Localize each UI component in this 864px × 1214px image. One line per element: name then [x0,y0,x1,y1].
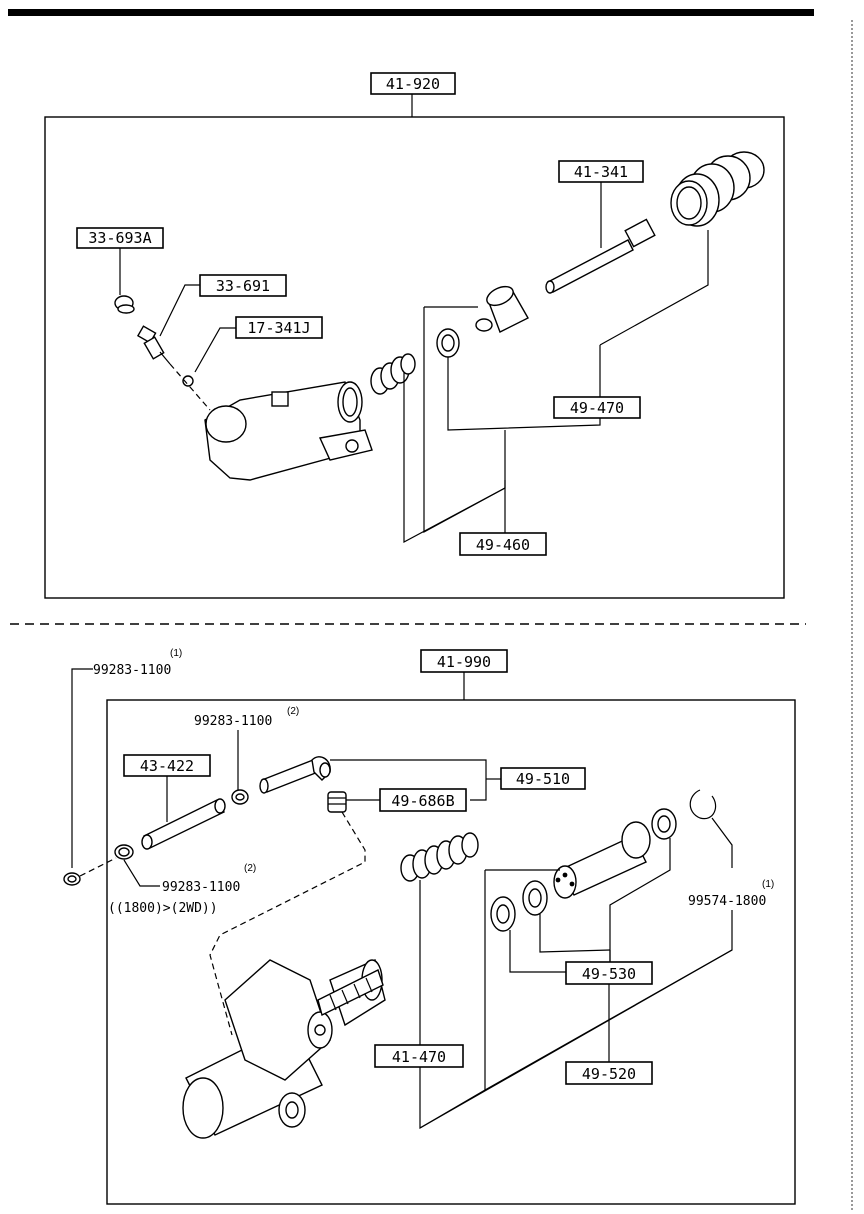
upper-clip-part [231,789,249,805]
bleeder-screw-label: 33-691 [216,277,270,295]
outer-clip-label[interactable]: 99283-1100 [93,663,171,678]
pipe-fitting-label-box[interactable] [500,767,586,790]
outer-clip-note: (1) [170,648,182,659]
reservoir-seal-label: 49-686B [391,792,454,810]
release-cylinder-body [204,381,373,481]
snap-ring-label[interactable]: 99574-1800 [688,894,766,909]
snap-ring-part [689,789,717,820]
bottom-repair-kit-label-box[interactable] [565,1061,653,1085]
repair-kit-label-box[interactable] [459,532,547,556]
lower-clip-part [114,844,134,860]
push-rod-label: 41-341 [574,163,628,181]
piston-part [475,285,529,333]
lower-clip-note: (2) [244,863,256,874]
upper-clip-note: (2) [287,706,299,717]
pipe-fitting-label: 49-510 [516,770,570,788]
bottom-spring-part [400,832,479,882]
top-rule [8,9,814,16]
lower-clip-label[interactable]: 99283-1100 [162,880,240,895]
spring-label: 41-470 [392,1048,446,1066]
hose-part [141,798,226,850]
pipe-fitting-part [259,756,331,794]
repair-kit-label: 49-460 [476,536,530,554]
reservoir-seal-label-box[interactable] [379,788,467,812]
bleeder-screw-part [136,325,171,365]
boot-part [670,151,765,227]
bottom-assembly-frame [106,699,796,1205]
steel-ball-part [182,375,194,387]
top-spring-part [370,353,416,395]
top-assembly-frame [44,116,785,599]
reservoir-seal-part [327,791,347,813]
piston-cup-part [436,328,460,358]
top-assembly-label: 41-920 [386,75,440,93]
bottom-assembly: 41-990 (1) 99283-1100 99283-1100 (2) 43-… [63,648,796,1205]
piston-kit-label-box[interactable] [553,396,641,419]
piston-kit-label: 49-470 [570,399,624,417]
spring-label-box[interactable] [374,1044,464,1068]
steel-ball-label: 17-341J [247,319,310,337]
bleeder-cap-label: 33-693A [88,229,151,247]
push-rod-part [545,218,656,294]
bleeder-cap-part [114,295,135,314]
top-assembly: 41-920 33-693A 33-691 17-341J [44,72,785,599]
bottom-piston-kit-label: 49-530 [582,965,636,983]
piston-cups-part [490,880,548,932]
bottom-repair-kit-label: 49-520 [582,1065,636,1083]
master-cylinder-body [182,959,386,1139]
top-assembly-label-box[interactable] [370,72,456,95]
hose-label: 43-422 [140,757,194,775]
lower-clip-condition: ((1800)>(2WD)) [108,901,218,916]
bottom-piston-part [553,808,677,899]
bottom-assembly-label: 41-990 [437,653,491,671]
upper-clip-label[interactable]: 99283-1100 [194,714,272,729]
snap-ring-note: (1) [762,879,774,890]
outer-clip-part [63,872,81,886]
